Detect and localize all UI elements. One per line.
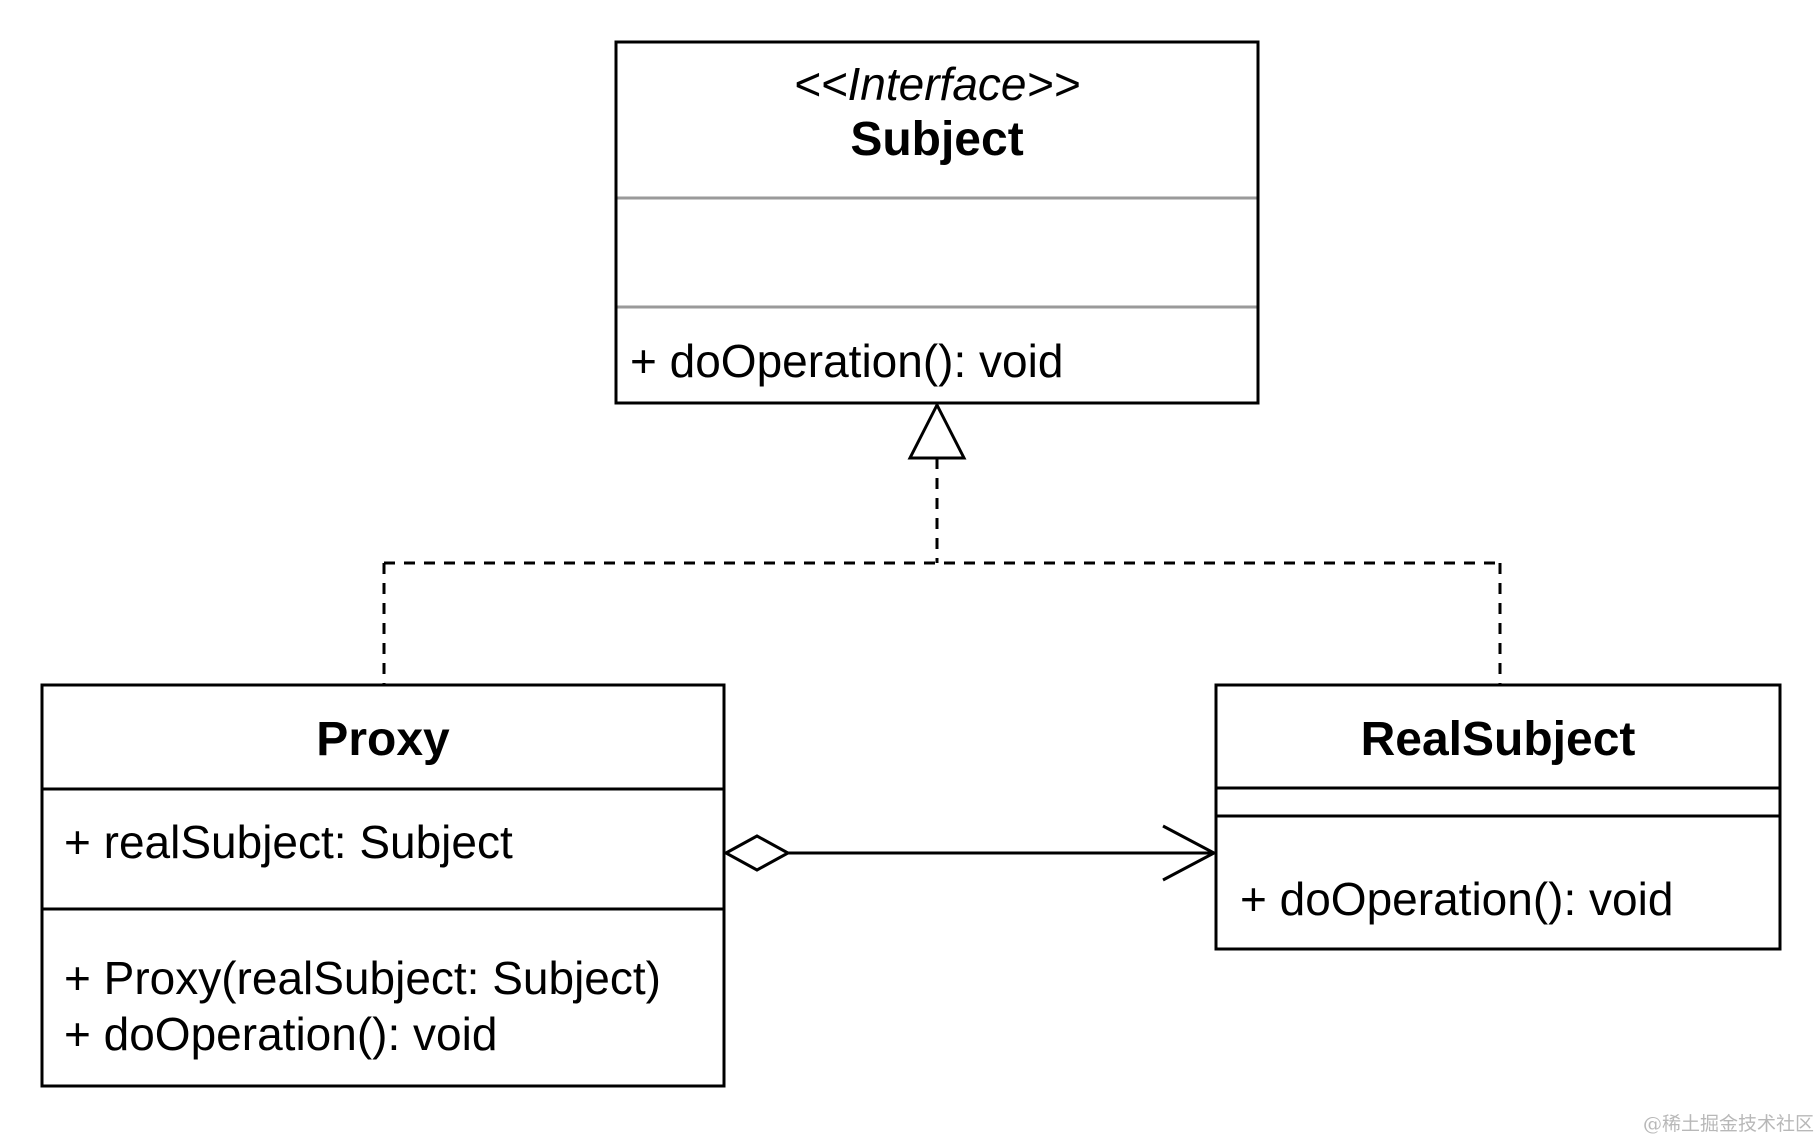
subject-interface-class[interactable]: <<Interface>> Subject + doOperation(): v… bbox=[614, 40, 1260, 405]
aggregation-connector bbox=[722, 824, 1218, 882]
proxy-class[interactable]: Proxy + realSubject: Subject + Proxy(rea… bbox=[40, 683, 726, 1088]
proxy-method-do-operation: + doOperation(): void bbox=[64, 1008, 497, 1060]
proxy-box bbox=[40, 683, 726, 1088]
real-subject-method-do-operation: + doOperation(): void bbox=[1240, 873, 1673, 925]
watermark-text: @稀土掘金技术社区 bbox=[1643, 1113, 1814, 1135]
real-subject-class-name: RealSubject bbox=[1361, 713, 1636, 766]
realization-arrowhead bbox=[907, 401, 967, 460]
proxy-attribute-real-subject: + realSubject: Subject bbox=[64, 816, 513, 868]
realization-connectors bbox=[382, 458, 1502, 684]
subject-class-name: Subject bbox=[850, 113, 1023, 166]
subject-stereotype: <<Interface>> bbox=[794, 58, 1080, 110]
aggregation-open-arrowhead bbox=[1162, 824, 1218, 882]
proxy-class-name: Proxy bbox=[316, 713, 450, 766]
subject-method-do-operation: + doOperation(): void bbox=[630, 335, 1063, 387]
subject-box bbox=[614, 40, 1260, 405]
proxy-method-constructor: + Proxy(realSubject: Subject) bbox=[64, 952, 661, 1004]
aggregation-diamond bbox=[722, 834, 792, 872]
real-subject-class[interactable]: RealSubject + doOperation(): void bbox=[1214, 683, 1782, 951]
